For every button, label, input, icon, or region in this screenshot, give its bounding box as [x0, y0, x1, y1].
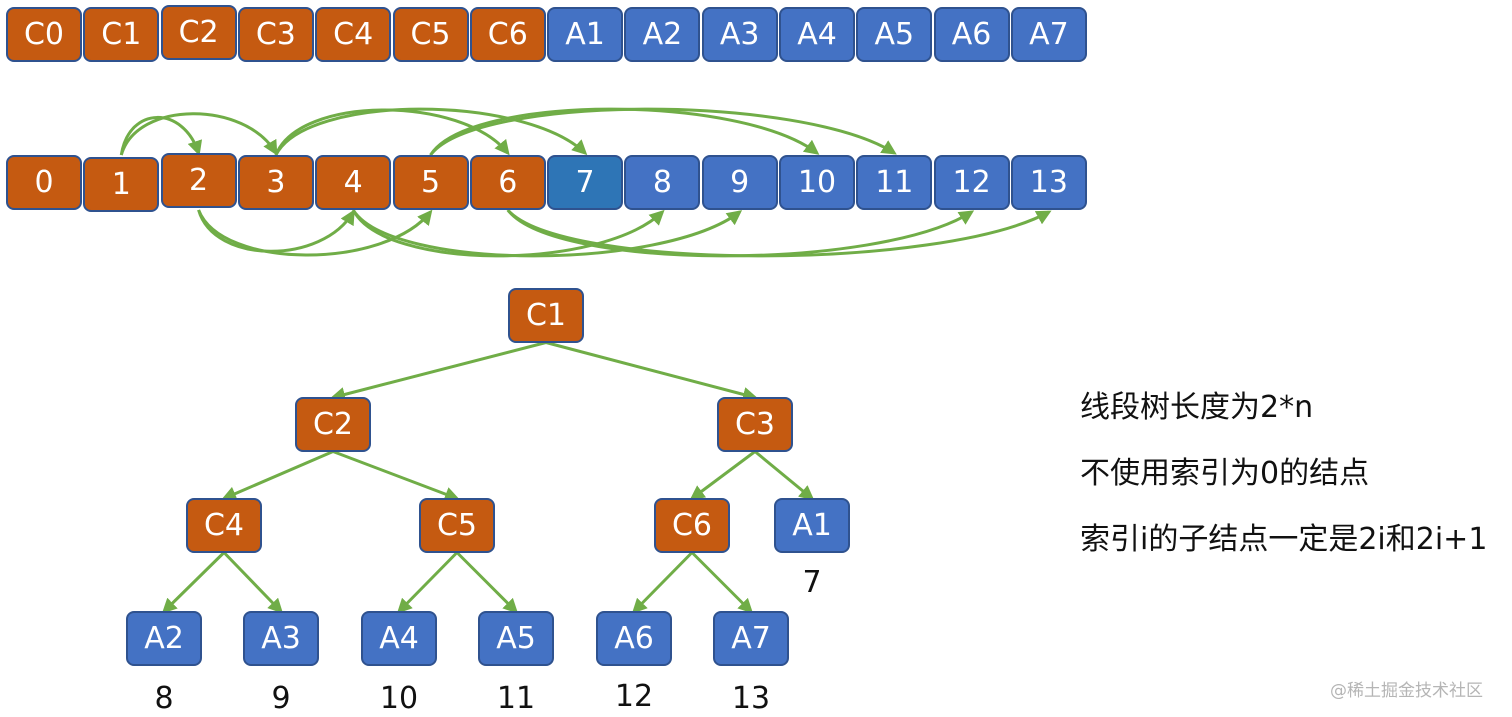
index-cell: 8: [624, 155, 701, 210]
tree-edge-arrow: [396, 551, 459, 614]
tree-node-c5: C5: [419, 497, 495, 553]
tree-node-c2: C2: [295, 396, 371, 452]
index-link-arrow: [506, 208, 1052, 258]
tree-edge-arrow: [221, 450, 334, 501]
array-cell: C2: [160, 5, 237, 60]
index-link-arrow: [197, 209, 433, 257]
tree-node-a6: A6: [596, 610, 672, 666]
array-cell: A6: [933, 7, 1010, 62]
index-cell: 1: [83, 157, 160, 212]
index-cell: 10: [779, 155, 855, 210]
index-link-arrow: [119, 112, 278, 156]
index-cell: 3: [237, 155, 314, 210]
tree-node-c3: C3: [717, 396, 793, 452]
tree-node-index-label: 11: [496, 681, 536, 716]
tree-node-c1: C1: [508, 287, 584, 343]
index-cell: 2: [160, 153, 237, 208]
tree-node-a5: A5: [478, 610, 554, 666]
index-cell: 9: [701, 155, 778, 210]
array-cell: A3: [701, 7, 778, 62]
tree-edge-arrow: [455, 551, 519, 614]
tree-edge-arrow: [332, 450, 460, 502]
tree-edge-arrow: [689, 450, 756, 501]
tree-edge-arrow: [690, 551, 754, 614]
tree-edge-arrow: [754, 450, 815, 501]
array-cell: C3: [237, 7, 314, 62]
tree-edge-arrow: [631, 551, 694, 614]
index-cell: 13: [1010, 155, 1087, 210]
array-cell: C5: [392, 7, 469, 62]
array-cell: C0: [6, 7, 82, 62]
tree-node-c6: C6: [654, 497, 730, 553]
tree-node-a7: A7: [713, 610, 789, 666]
array-cell: A5: [856, 7, 933, 62]
tree-node-a3: A3: [243, 610, 319, 666]
tree-node-index-label: 8: [154, 681, 174, 716]
tree-node-index-label: 9: [271, 681, 291, 716]
array-cell: A1: [547, 7, 624, 62]
array-cell: A4: [779, 7, 855, 62]
tree-node-index-label: 13: [731, 681, 771, 716]
tree-node-index-label: 12: [614, 679, 654, 714]
index-link-arrow: [274, 108, 510, 156]
array-cell: C1: [83, 7, 160, 62]
tree-node-index-label: 10: [379, 681, 419, 716]
index-link-arrow: [429, 107, 897, 156]
array-cell: A2: [624, 7, 701, 62]
note-unused-zero: 不使用索引为0的结点: [1080, 456, 1370, 491]
array-cell: C4: [315, 7, 392, 62]
tree-edge-arrow: [161, 551, 226, 614]
array-cell: A7: [1010, 7, 1087, 62]
index-cell: 5: [392, 155, 469, 210]
index-cell: 11: [856, 155, 933, 210]
index-cell: 12: [933, 155, 1010, 210]
tree-node-c4: C4: [186, 497, 262, 553]
tree-node-index-label: 7: [802, 565, 822, 600]
index-link-arrow: [351, 209, 743, 258]
index-link-arrow: [119, 116, 203, 156]
watermark: @稀土掘金技术社区: [1330, 681, 1483, 701]
index-link-arrow: [197, 209, 355, 253]
tree-node-a1: A1: [774, 497, 850, 553]
tree-edge-arrow: [330, 341, 547, 402]
tree-node-a4: A4: [361, 610, 437, 666]
note-length: 线段树长度为2*n: [1080, 390, 1314, 425]
array-cell: C6: [469, 7, 546, 62]
tree-edge-arrow: [222, 551, 284, 614]
index-cell: 4: [315, 155, 392, 210]
note-children-rule: 索引i的子结点一定是2i和2i+1: [1080, 522, 1488, 557]
index-cell: 6: [469, 155, 546, 210]
index-link-arrow: [274, 107, 588, 156]
tree-edge-arrow: [545, 341, 758, 402]
index-cell: 7: [547, 155, 624, 210]
tree-node-a2: A2: [126, 610, 202, 666]
index-cell: 0: [6, 155, 82, 210]
